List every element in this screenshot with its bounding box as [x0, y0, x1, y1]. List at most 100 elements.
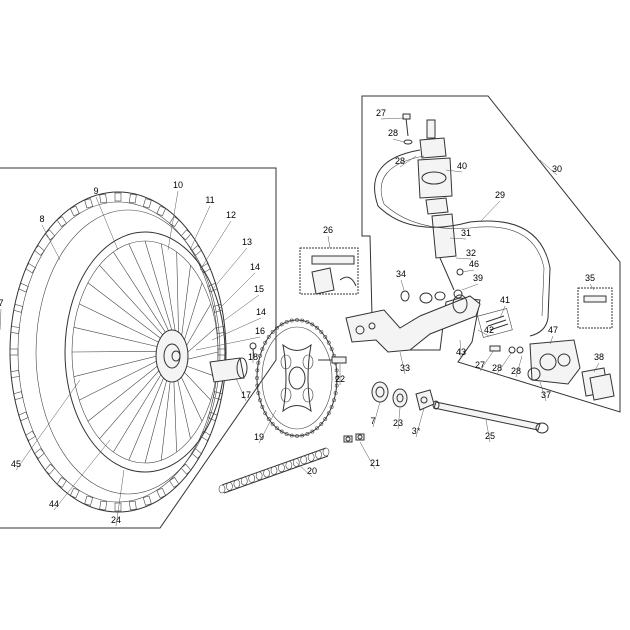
leader-line-c40 — [445, 169, 463, 173]
callout-label-c32: 32 — [466, 248, 476, 258]
callout-label-c15: 15 — [254, 284, 264, 294]
leader-line-c13 — [211, 247, 248, 291]
leader-line-c29 — [479, 200, 501, 223]
leader-line-c28d — [515, 355, 523, 378]
callout-label-c45: 45 — [11, 459, 21, 469]
callout-label-c38: 38 — [594, 352, 604, 362]
leader-line-c12 — [199, 220, 232, 271]
leader-line-c45 — [15, 379, 81, 471]
spacer-23 — [392, 388, 408, 408]
callout-label-c8: 8 — [39, 214, 44, 224]
leader-line-c28c — [496, 351, 513, 375]
bearing-7 — [371, 381, 389, 403]
brake-pads — [581, 367, 615, 401]
return-spring — [477, 308, 513, 338]
leader-line-c27a — [380, 117, 405, 120]
brake-master-cylinder — [417, 119, 464, 299]
callout-label-c12: 12 — [226, 210, 236, 220]
callout-label-c40: 40 — [457, 161, 467, 171]
wheel-spacer — [209, 357, 248, 383]
leader-line-c43 — [459, 339, 462, 359]
leader-line-c33 — [399, 351, 406, 375]
leader-line-c24 — [115, 469, 125, 527]
callout-label-c9: 9 — [93, 186, 98, 196]
callout-label-c39: 39 — [473, 273, 483, 283]
callout-label-c42: 42 — [484, 325, 494, 335]
leader-line-c8 — [41, 224, 61, 261]
callout-leaders — [0, 117, 600, 527]
leader-line-c41 — [499, 305, 506, 319]
leader-line-c16 — [195, 336, 261, 351]
leader-line-c34 — [400, 279, 405, 291]
rear-sprocket — [255, 318, 339, 438]
leader-line-c39 — [461, 283, 479, 291]
callout-label-c47: 47 — [548, 325, 558, 335]
leader-line-c46 — [461, 269, 475, 273]
master-link — [343, 433, 365, 443]
fitting-27-lower — [489, 345, 524, 354]
leader-line-c28a — [392, 138, 405, 143]
callout-label-c25: 25 — [485, 431, 495, 441]
leader-line-c47 — [549, 335, 554, 345]
callout-label-c3: 3* — [412, 426, 421, 436]
bolt-18 — [249, 342, 257, 359]
rear-rim — [64, 231, 226, 473]
leader-line-c44 — [53, 439, 111, 511]
wheel-group-frame — [0, 167, 277, 529]
callout-label-c43: 43 — [456, 347, 466, 357]
leader-line-c7a — [0, 308, 2, 331]
callout-label-c11: 11 — [205, 195, 214, 205]
callout-label-c28b: 28 — [395, 156, 405, 166]
leader-line-c21 — [359, 441, 376, 470]
chain-adjuster-plate — [415, 389, 435, 411]
sticker-26 — [299, 247, 359, 295]
leader-line-c17 — [235, 377, 247, 402]
leader-line-c26 — [327, 235, 331, 249]
leader-line-c14a — [217, 272, 256, 311]
callout-label-c29: 29 — [495, 190, 505, 200]
callout-label-c13: 13 — [242, 237, 252, 247]
callout-label-c21: 21 — [370, 458, 380, 468]
leader-line-c23 — [397, 407, 401, 430]
callout-label-c14a: 14 — [250, 262, 260, 272]
callout-label-c20: 20 — [307, 466, 317, 476]
leader-line-c35 — [589, 283, 595, 291]
callout-label-c33: 33 — [400, 363, 410, 373]
screw-27 — [402, 113, 411, 137]
brake-caliper — [527, 339, 581, 385]
callout-label-c7b: 7 — [370, 416, 375, 426]
leader-line-c30 — [539, 159, 558, 176]
callout-label-c41: 41 — [500, 295, 510, 305]
leader-line-c3 — [415, 407, 425, 438]
callout-label-c37: 37 — [541, 390, 551, 400]
callout-label-c14b: 14 — [256, 307, 266, 317]
leader-line-c32 — [455, 257, 472, 260]
brake-pedal — [345, 291, 481, 353]
leader-line-c10 — [167, 190, 179, 251]
leader-line-c14b — [211, 317, 262, 341]
leader-line-c37 — [539, 381, 547, 402]
callout-label-c7a: 7 — [0, 298, 4, 308]
leader-line-c42 — [477, 329, 490, 337]
rear-axle — [432, 400, 549, 434]
callout-label-c17: 17 — [241, 390, 251, 400]
callout-label-c19: 19 — [254, 432, 264, 442]
callout-label-c16: 16 — [255, 326, 265, 336]
leader-line-c25 — [485, 419, 491, 443]
washer-34 — [400, 290, 410, 302]
leader-line-c7b — [372, 401, 381, 428]
leader-line-c31 — [449, 237, 467, 240]
leader-line-c11 — [189, 205, 211, 251]
leader-line-c38 — [593, 362, 600, 373]
leader-line-c19 — [258, 409, 277, 444]
callout-label-c27a: 27 — [376, 108, 386, 118]
callout-label-c46: 46 — [469, 259, 479, 269]
sticker-35 — [577, 287, 613, 329]
callout-label-c28a: 28 — [388, 128, 398, 138]
leader-line-c27b — [479, 349, 495, 372]
callout-label-c30: 30 — [552, 164, 562, 174]
callout-label-c35: 35 — [585, 273, 595, 283]
callout-label-c34: 34 — [396, 269, 406, 279]
bolt-22 — [318, 356, 347, 364]
